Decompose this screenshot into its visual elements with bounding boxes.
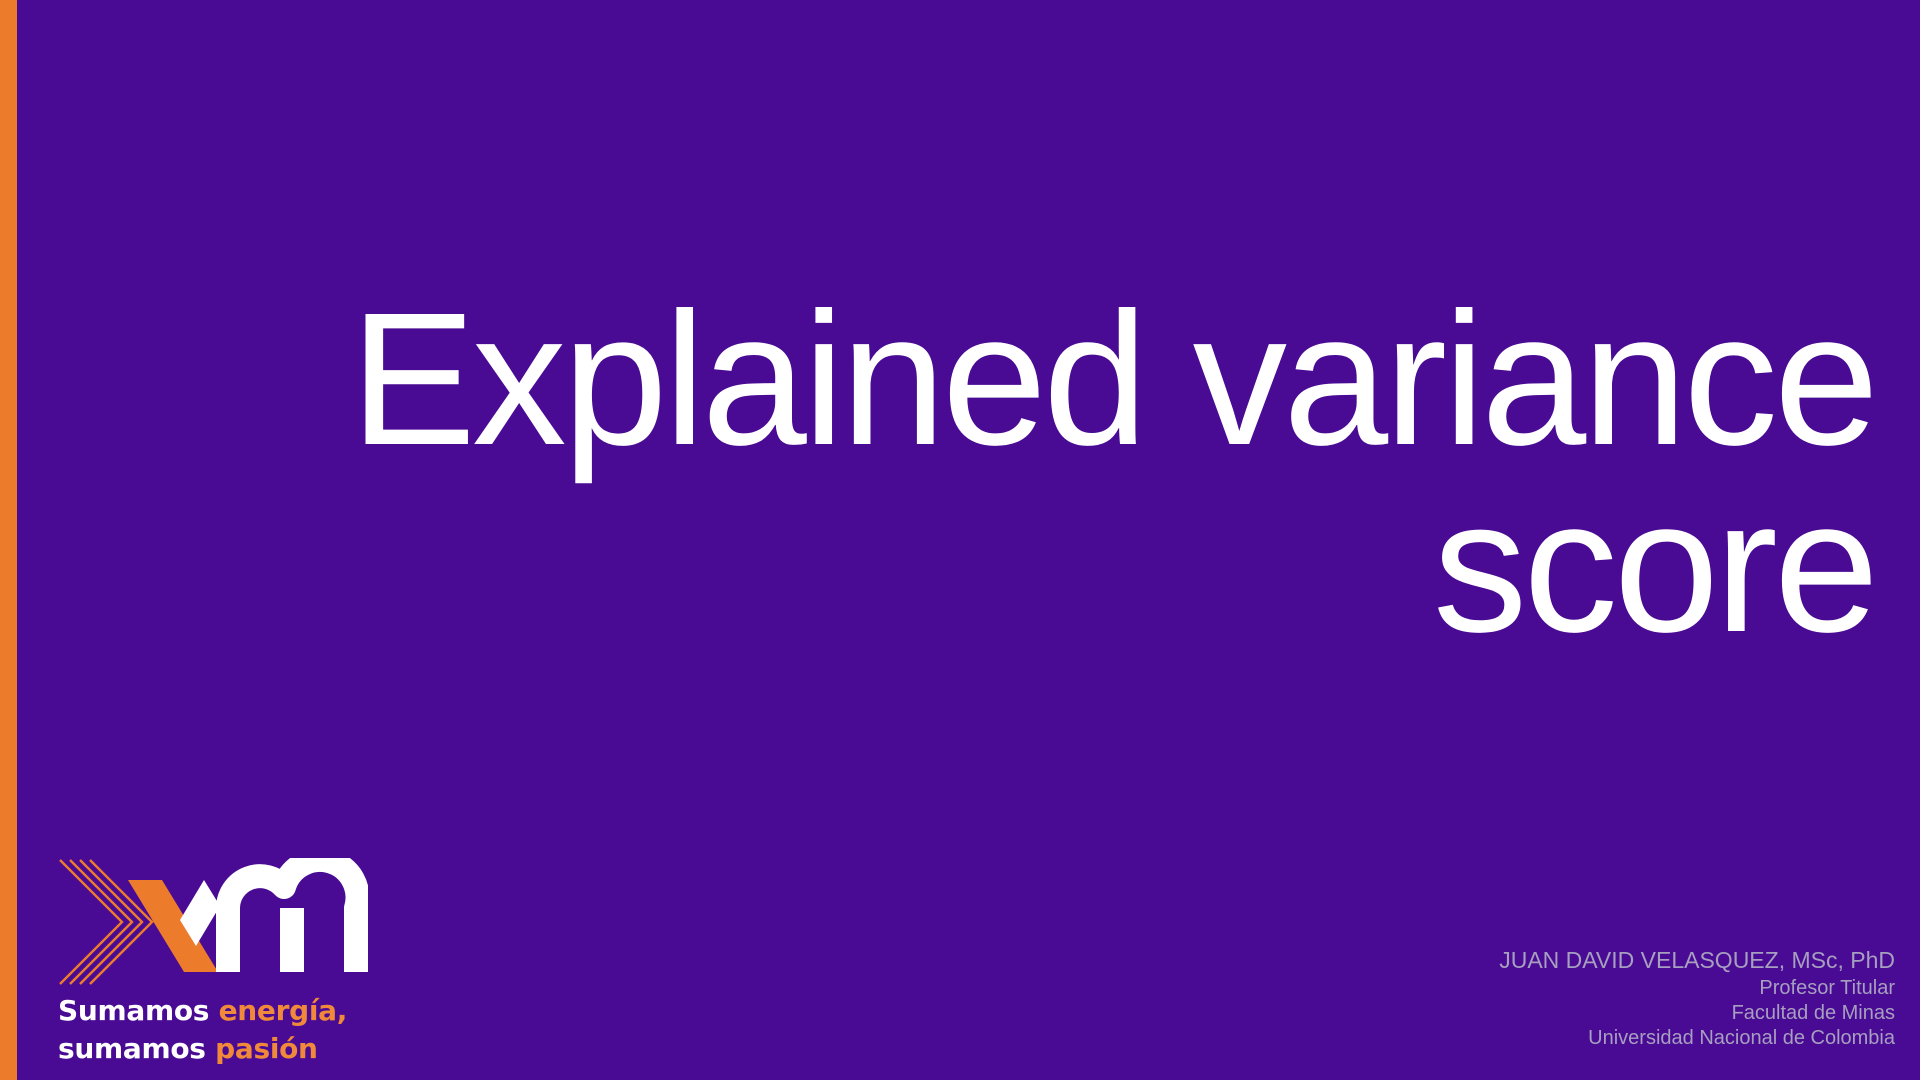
author-faculty: Facultad de Minas: [1731, 1002, 1895, 1024]
slide-title-line-2: score: [1432, 461, 1879, 672]
m-letter-icon: [216, 858, 368, 972]
tagline-line-2: sumamos pasión: [58, 1030, 378, 1068]
author-position: Profesor Titular: [1759, 977, 1895, 999]
tagline-line-2-orange: pasión: [215, 1032, 318, 1065]
tagline-line-1-white: Sumamos: [58, 994, 219, 1027]
tagline-line-1-orange: energía,: [218, 994, 348, 1027]
author-name: JUAN DAVID VELASQUEZ, MSc, PhD: [1499, 947, 1895, 973]
author-university: Universidad Nacional de Colombia: [1588, 1027, 1895, 1049]
slide-title-line-1: Explained variance: [350, 274, 1879, 485]
author-block: JUAN DAVID VELASQUEZ, MSc, PhD Profesor …: [1295, 944, 1895, 1051]
x-letter-icon: [128, 880, 220, 972]
chevron-stripes-icon: [59, 859, 154, 985]
xm-logo-mark: [59, 858, 368, 985]
logo-tagline: Sumamos energía, sumamos pasión: [58, 992, 378, 1068]
slide-title: Explained variance score: [225, 274, 1879, 672]
xm-logo: Sumamos energía, sumamos pasión: [58, 858, 378, 1068]
left-accent-bar: [0, 0, 17, 1080]
tagline-line-2-white: sumamos: [58, 1032, 216, 1065]
tagline-line-1: Sumamos energía,: [58, 992, 378, 1030]
